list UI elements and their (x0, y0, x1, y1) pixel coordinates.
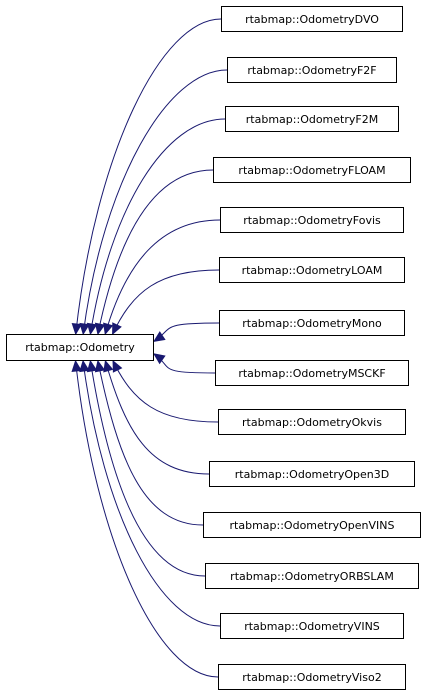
inheritance-edge (82, 69, 228, 335)
derived-class-node[interactable]: rtabmap::OdometryOpenVINS (203, 512, 421, 538)
inheritance-arrowhead (103, 322, 114, 336)
inheritance-arrowhead (112, 359, 123, 373)
derived-class-label: rtabmap::OdometryOpenVINS (229, 518, 395, 532)
derived-class-label: rtabmap::OdometryLOAM (241, 263, 383, 277)
derived-class-node[interactable]: rtabmap::OdometryOpen3D (209, 461, 415, 487)
inheritance-arrowhead (79, 359, 90, 373)
derived-class-node[interactable]: rtabmap::OdometryViso2 (218, 664, 406, 690)
inheritance-arrowhead (79, 322, 90, 336)
derived-class-node[interactable]: rtabmap::OdometryORBSLAM (205, 563, 419, 589)
derived-class-label: rtabmap::OdometryMono (242, 316, 382, 330)
derived-class-node[interactable]: rtabmap::OdometryVINS (220, 613, 404, 639)
inheritance-arrowhead (71, 322, 83, 336)
derived-class-label: rtabmap::OdometryOkvis (242, 415, 382, 429)
inheritance-arrowhead (94, 359, 106, 373)
inheritance-edge (104, 219, 221, 335)
inheritance-edge (75, 18, 222, 335)
derived-class-node[interactable]: rtabmap::OdometryMono (219, 310, 405, 336)
derived-class-node[interactable]: rtabmap::OdometryF2M (225, 106, 399, 132)
derived-class-label: rtabmap::OdometryFovis (243, 213, 381, 227)
derived-class-label: rtabmap::OdometryDVO (245, 12, 379, 26)
derived-class-node[interactable]: rtabmap::OdometryFLOAM (213, 157, 411, 183)
derived-class-node[interactable]: rtabmap::OdometryOkvis (218, 409, 406, 435)
inheritance-arrowhead (86, 359, 98, 373)
inheritance-arrowhead (94, 322, 106, 336)
derived-class-label: rtabmap::OdometryVINS (244, 619, 380, 633)
inheritance-arrowhead (71, 359, 82, 373)
derived-class-label: rtabmap::OdometryMSCKF (238, 366, 386, 380)
inheritance-edge (97, 169, 214, 335)
inheritance-edge (112, 269, 220, 335)
derived-class-label: rtabmap::OdometryViso2 (242, 670, 382, 684)
inheritance-edge (75, 360, 219, 678)
inheritance-edge (104, 360, 210, 475)
base-class-node[interactable]: rtabmap::Odometry (6, 334, 154, 361)
derived-class-label: rtabmap::OdometryFLOAM (238, 163, 386, 177)
inheritance-edge (89, 360, 206, 577)
inheritance-edge (97, 360, 204, 526)
base-class-label: rtabmap::Odometry (25, 341, 135, 354)
derived-class-label: rtabmap::OdometryORBSLAM (230, 569, 394, 583)
inheritance-edge (89, 118, 226, 335)
derived-class-label: rtabmap::OdometryF2M (245, 112, 379, 126)
inheritance-arrowhead (152, 331, 166, 343)
derived-class-node[interactable]: rtabmap::OdometryFovis (220, 207, 404, 233)
inheritance-edge (82, 360, 221, 627)
derived-class-node[interactable]: rtabmap::OdometryLOAM (219, 257, 405, 283)
derived-class-node[interactable]: rtabmap::OdometryF2F (227, 57, 397, 83)
derived-class-node[interactable]: rtabmap::OdometryDVO (221, 6, 403, 32)
inheritance-arrowhead (153, 353, 166, 365)
derived-class-label: rtabmap::OdometryF2F (247, 63, 377, 77)
inheritance-arrowhead (86, 322, 98, 336)
inheritance-arrowhead (112, 322, 122, 336)
derived-class-node[interactable]: rtabmap::OdometryMSCKF (215, 360, 409, 386)
inheritance-arrowhead (103, 359, 114, 373)
derived-class-label: rtabmap::OdometryOpen3D (234, 467, 390, 481)
inheritance-edge (112, 360, 219, 423)
